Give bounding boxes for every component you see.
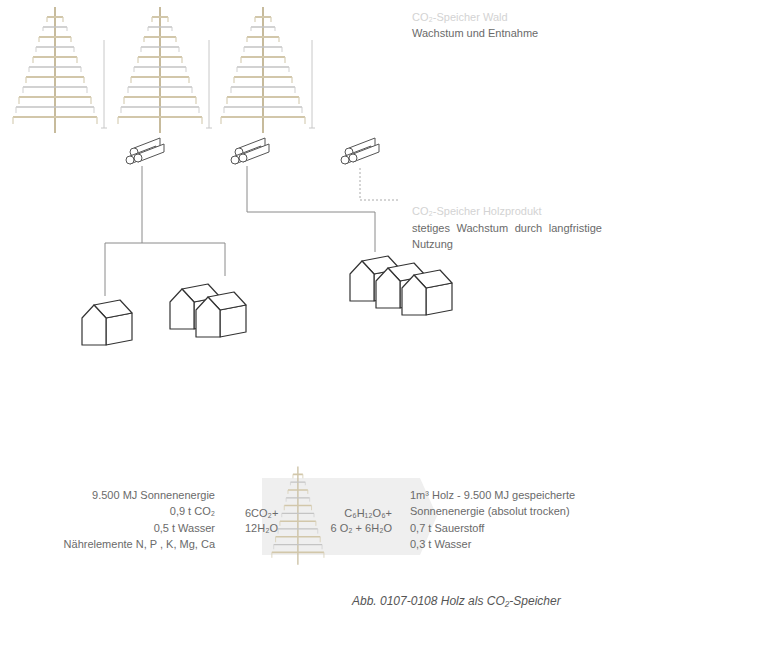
label-text: 0,3 t Wasser [410, 536, 610, 552]
figure-caption: Abb. 0107-0108 Holz als CO₂-Speicher [352, 593, 561, 609]
label-text: Nährelemente N, P , K, Mg, Ca [15, 536, 215, 552]
label-text: Wachstum und Entnahme [412, 25, 612, 41]
label-text: 1m³ Holz - 9.500 MJ gespeicherte Sonnene… [410, 487, 610, 519]
label-text: 0,5 t Wasser [15, 520, 215, 536]
label-text: C₆H₁₂O₆+ [292, 505, 392, 521]
label-text: 0,9 t CO₂ [15, 503, 215, 519]
label-text: 6CO₂+ [245, 505, 305, 521]
label-text: 12H₂O [245, 520, 305, 536]
label-text: stetiges Wachstum durch langfristige Nut… [412, 220, 602, 252]
label-text: 6 O₂ + 6H₂O [292, 520, 392, 536]
label-text: CO₂-Speicher Wald [412, 9, 612, 25]
label-text: 0,7 t Sauerstoff [410, 520, 610, 536]
label-text: 9.500 MJ Sonnenenergie [15, 487, 215, 503]
label-text: CO₂-Speicher Holzprodukt [412, 203, 612, 219]
